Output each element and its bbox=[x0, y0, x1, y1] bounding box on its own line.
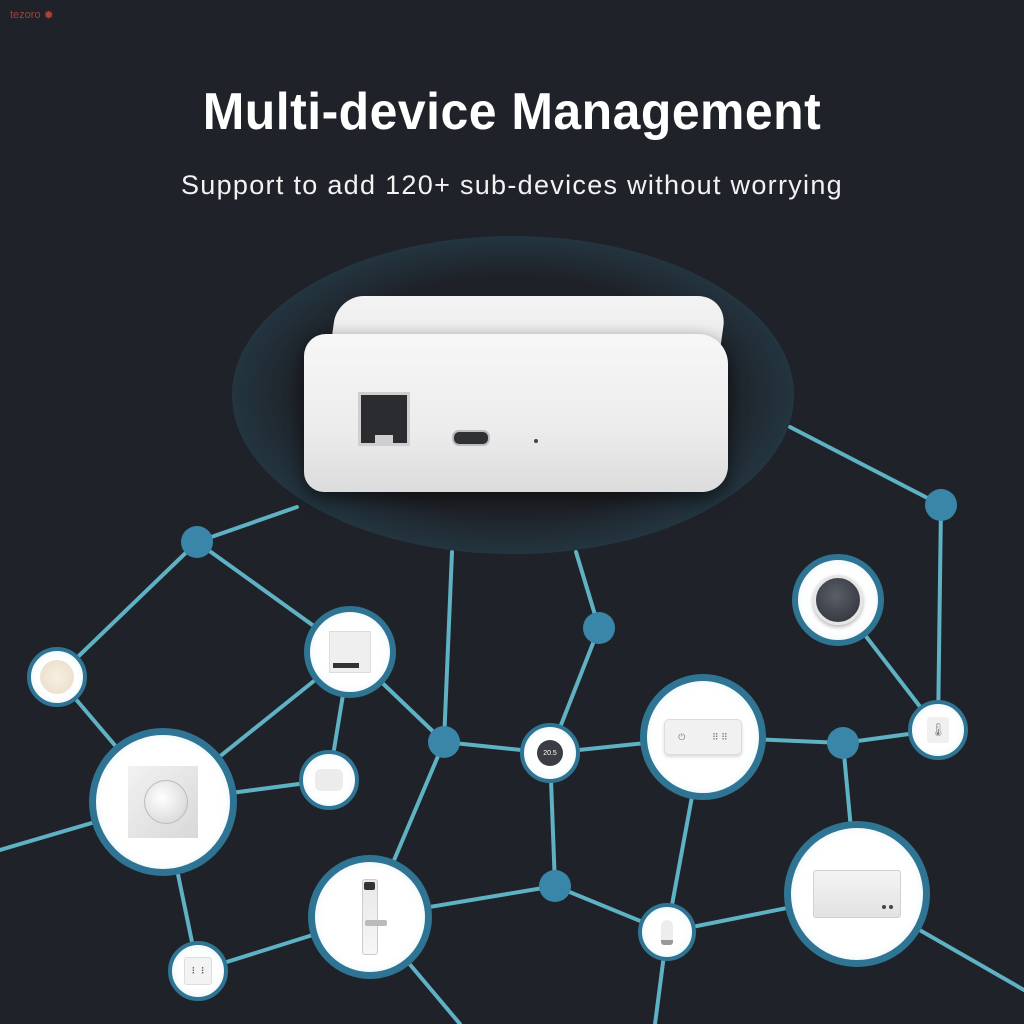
wall-outlet-node: ⠇⠸ bbox=[168, 941, 228, 1001]
outlet-icon: ⠿ ⠿ bbox=[712, 731, 728, 742]
motion-sensor-icon bbox=[128, 766, 198, 838]
door-window-sensor-node bbox=[299, 750, 359, 810]
usb-c-port-icon bbox=[452, 430, 490, 446]
indicator-led-icon bbox=[534, 439, 538, 443]
rj45-ethernet-port-icon bbox=[358, 392, 410, 446]
door-sensor-icon bbox=[315, 769, 343, 791]
smart-power-strip-node: ⏻ ⠿ ⠿ bbox=[640, 674, 766, 800]
knob-dimmer-icon bbox=[813, 575, 863, 625]
wall-outlet-icon: ⠇⠸ bbox=[184, 957, 212, 985]
door-lock-icon bbox=[362, 879, 387, 955]
sun-icon: ✹ bbox=[43, 8, 54, 22]
ceiling-light-node bbox=[27, 647, 87, 707]
watermark: tezoro ✹ bbox=[10, 9, 54, 21]
page-subtitle: Support to add 120+ sub-devices without … bbox=[180, 170, 843, 200]
junction-dot bbox=[925, 489, 957, 521]
smart-door-lock-node bbox=[308, 855, 432, 979]
motion-sensor-node bbox=[89, 728, 237, 876]
thermostat-display: 20.5 bbox=[543, 749, 557, 757]
page-title: Multi-device Management bbox=[202, 83, 822, 141]
smart-thermostat-node: 20.5 bbox=[520, 723, 580, 783]
power-button-icon: ⏻ bbox=[678, 731, 686, 742]
temperature-sensor-node: 🌡 bbox=[908, 700, 968, 760]
wifi-switch-module-node bbox=[784, 821, 930, 967]
thermostat-icon: 20.5 bbox=[537, 740, 563, 766]
junction-dot bbox=[583, 612, 615, 644]
smart-knob-node bbox=[792, 554, 884, 646]
gateway-device bbox=[304, 296, 728, 492]
switch-module-icon bbox=[813, 870, 901, 918]
relay-switch-icon bbox=[329, 631, 371, 673]
power-strip-icon: ⏻ ⠿ ⠿ bbox=[664, 719, 742, 755]
thermometer-icon: 🌡 bbox=[927, 717, 949, 743]
mini-relay-switch-node bbox=[304, 606, 396, 698]
smart-bulb-node bbox=[638, 903, 696, 961]
watermark-text: tezoro bbox=[10, 9, 41, 21]
ceiling-light-icon bbox=[40, 660, 74, 694]
junction-dot bbox=[827, 727, 859, 759]
light-bulb-icon bbox=[661, 919, 673, 945]
junction-dot bbox=[428, 726, 460, 758]
junction-dot bbox=[539, 870, 571, 902]
junction-dot bbox=[181, 526, 213, 558]
